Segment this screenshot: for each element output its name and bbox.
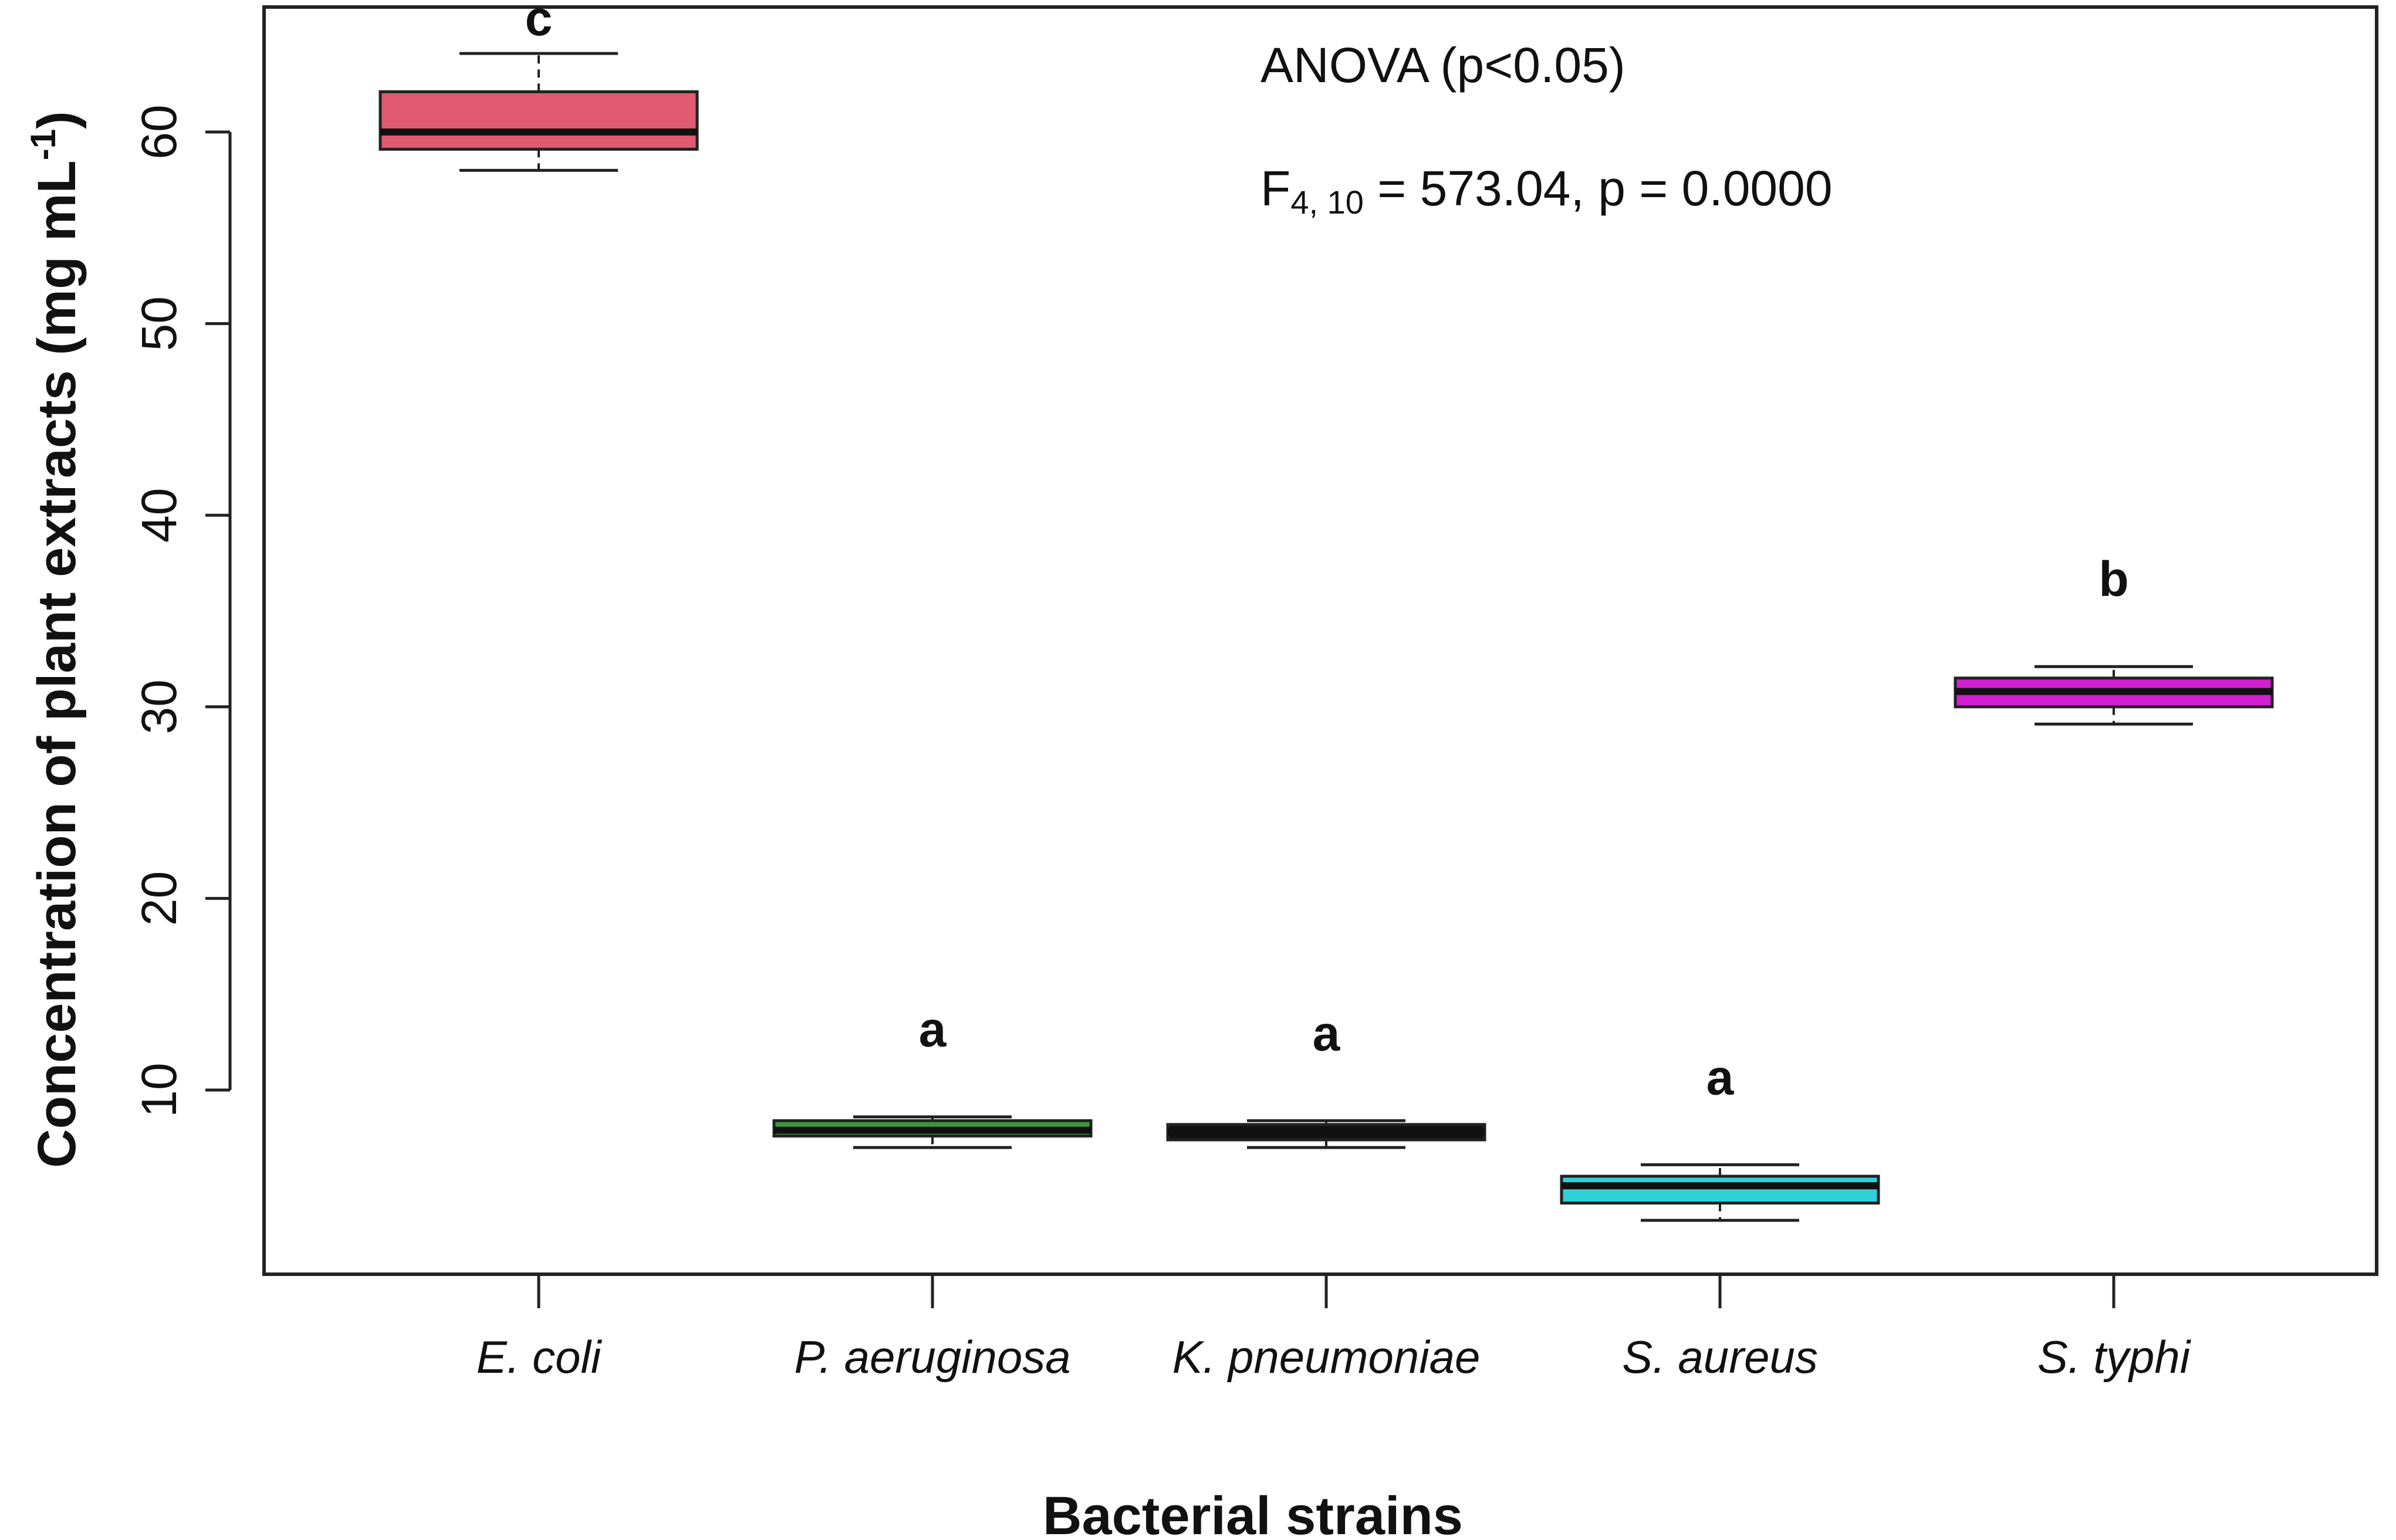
y-tick-label: 60 [131,104,187,159]
box-k-pneumoniae [1166,1119,1486,1149]
f-subscript: 4, 10 [1290,184,1364,221]
group-letter-a: a [1706,1050,1735,1105]
y-tick-label: 50 [131,296,187,351]
y-tick-label: 40 [131,488,187,542]
box-s-aureus [1560,1163,1880,1222]
y-axis: 10 20 30 40 50 60 [131,104,232,1118]
box-iqr [379,90,699,151]
group-letter-b: b [2098,551,2128,607]
boxes [379,52,2274,1222]
plot-frame [262,5,2378,1276]
box-e-coli [379,52,699,172]
x-axis: E. coli P. aeruginosa K. pneumoniae S. aure… [477,1274,2192,1383]
x-tick-label: E. coli [477,1331,603,1383]
group-letter-a: a [1313,1006,1341,1061]
anova-label: ANOVA (p<0.05) [1260,38,1626,93]
group-letter-a: a [919,1002,947,1057]
f-rest: = 573.04, p = 0.0000 [1364,161,1833,216]
group-letters: c a a a b [525,0,2129,1105]
group-letter-c: c [525,0,553,46]
x-axis-title: Bacterial strains [1043,1486,1463,1540]
y-tick-label: 10 [131,1062,187,1117]
x-tick-label: S. aureus [1622,1331,1818,1383]
box-p-aeruginosa [772,1115,1093,1149]
y-axis-title-main: Concentration of plant extracts (mg mL [27,160,87,1168]
y-tick-label: 20 [131,871,187,926]
y-axis-title: Concentration of plant extracts (mg mL-1… [23,111,87,1168]
f-statistic-label: F4, 10 = 573.04, p = 0.0000 [1260,161,1833,221]
x-tick-label: P. aeruginosa [794,1331,1070,1383]
x-tick-label: K. pneumoniae [1172,1331,1481,1383]
y-axis-title-close: ) [27,111,87,129]
x-tick-label: S. typhi [2037,1331,2192,1383]
box-s-typhi [1954,665,2274,726]
y-tick-label: 30 [131,679,187,734]
y-axis-title-sup: -1 [23,129,63,160]
box-iqr [1560,1175,1880,1205]
f-prefix: F [1260,161,1290,216]
